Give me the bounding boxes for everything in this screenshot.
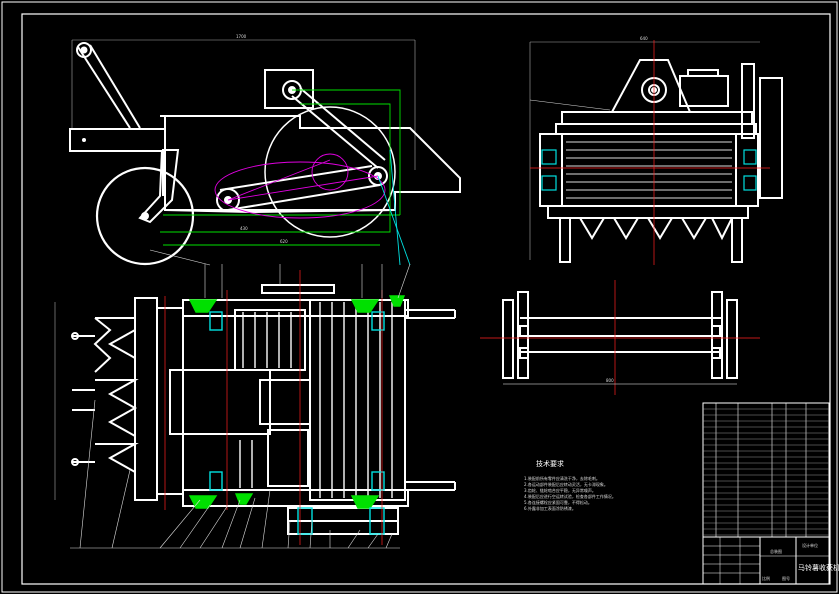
notes-title: 技术要求: [536, 459, 564, 468]
dim-shaft-width: 800: [606, 378, 614, 383]
front-view-color: [529, 40, 770, 265]
dim-side-top: 1700: [236, 34, 247, 39]
note-2: 2.各运动部件装配后应转动灵活，无卡滞现象。: [524, 481, 608, 487]
front-view-rollers: [566, 141, 732, 199]
title-label-4: 图号: [782, 575, 790, 581]
shaft-detail: [502, 291, 738, 379]
note-4: 4.装配后应进行空运转试验，检查各部件工作情况。: [524, 493, 616, 499]
title-block: [702, 536, 830, 585]
plan-view-leaders: [70, 263, 411, 549]
note-1: 1.装配前所有零件应清洗干净，去除毛刺。: [524, 475, 600, 481]
title-label-2: 设计单位: [802, 542, 818, 548]
shaft-detail-center: [480, 280, 760, 395]
side-view-construction: [149, 89, 411, 266]
note-6: 6.外露非加工表面涂防锈漆。: [524, 505, 576, 511]
front-view: [529, 41, 783, 263]
title-label-3: 比例: [762, 575, 770, 581]
side-view: [69, 39, 461, 266]
title-label-1: 总装图: [770, 548, 782, 554]
technical-notes: 技术要求 1.装配前所有零件应清洗干净，去除毛刺。 2.各运动部件装配后应转动灵…: [524, 459, 616, 511]
plan-view-rods: [239, 302, 393, 498]
parts-list: [702, 402, 830, 538]
parts-list-rows: [703, 408, 829, 536]
note-3: 3.齿轮、链轮啮合应平稳，无异常噪声。: [524, 487, 596, 493]
dim-side-2: 620: [280, 239, 288, 244]
drawing-title: 马铃薯收获机: [798, 563, 839, 572]
plan-view-color: [164, 270, 406, 545]
dim-front-width: 640: [640, 36, 648, 41]
inner-border: [21, 13, 831, 585]
note-5: 5.各连接螺栓应紧固可靠，不得松动。: [524, 499, 592, 505]
dim-side-1: 430: [240, 226, 248, 231]
